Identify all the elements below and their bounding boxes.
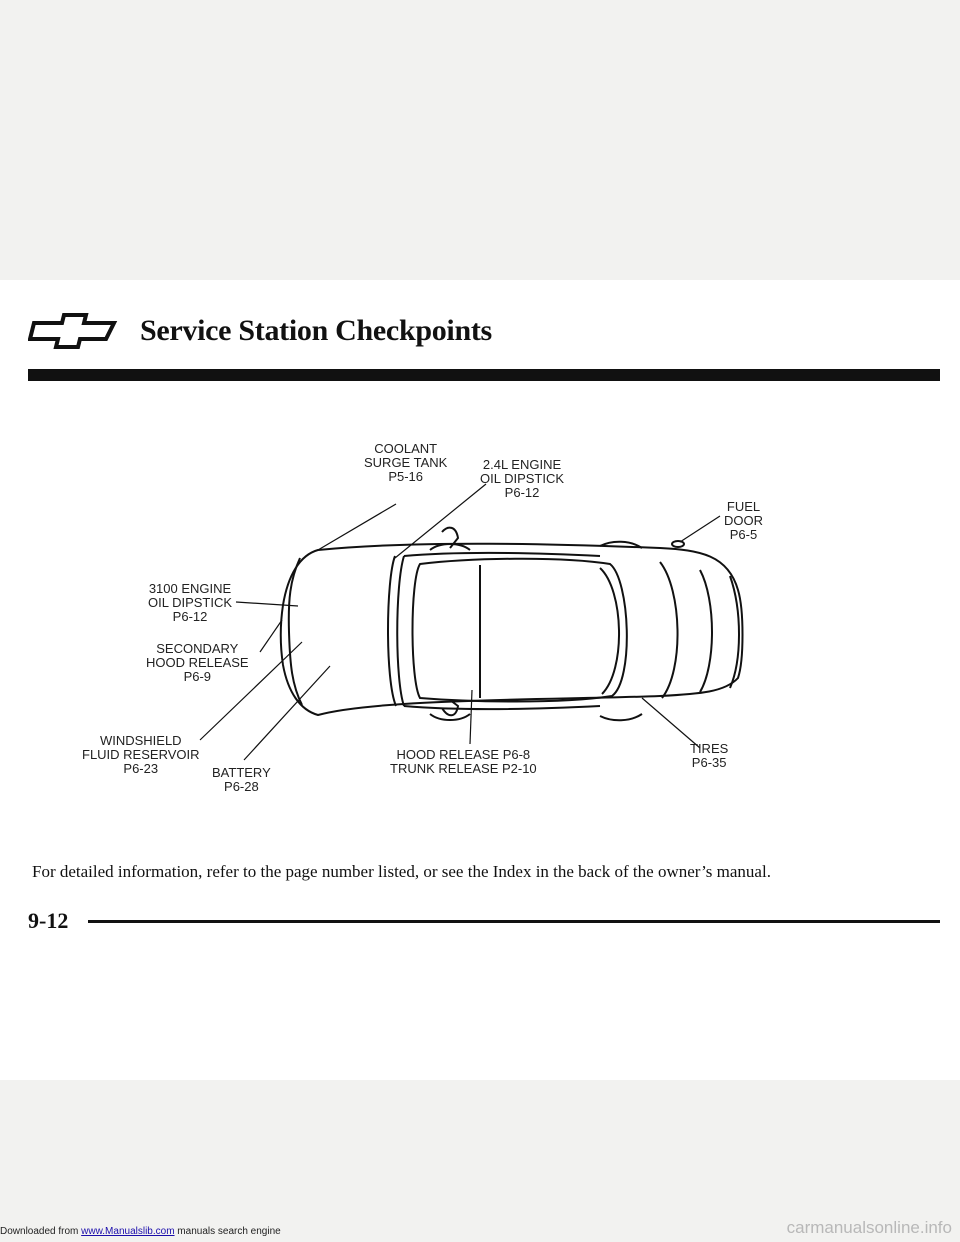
site-watermark: carmanualsonline.info (786, 1218, 952, 1237)
chevrolet-bowtie-logo (28, 313, 118, 349)
vehicle-diagram: COOLANT SURGE TANK P5-16 2.4L ENGINE OIL… (0, 380, 960, 820)
callout-windshield-fluid-reservoir: WINDSHIELD FLUID RESERVOIR P6-23 (82, 733, 200, 776)
car-top-view-drawing (199, 483, 744, 761)
page-number: 9-12 (28, 908, 69, 933)
download-notice: Downloaded from www.Manualslib.com manua… (0, 1226, 281, 1237)
reference-note: For detailed information, refer to the p… (32, 862, 771, 881)
callout-secondary-hood-release: SECONDARY HOOD RELEASE P6-9 (146, 641, 249, 684)
manualslib-link[interactable]: www.Manualslib.com (81, 1226, 175, 1237)
header-rule (28, 369, 940, 381)
callout-tires: TIRES P6-35 (690, 741, 729, 770)
footer-rule (88, 920, 940, 923)
callout-24l-engine-dipstick: 2.4L ENGINE OIL DIPSTICK P6-12 (480, 457, 565, 500)
page-title: Service Station Checkpoints (140, 314, 492, 347)
callout-3100-engine-dipstick: 3100 ENGINE OIL DIPSTICK P6-12 (148, 581, 233, 624)
callout-fuel-door: FUEL DOOR P6-5 (724, 499, 763, 542)
callout-battery: BATTERY P6-28 (212, 765, 271, 794)
page-header: Service Station Checkpoints (28, 308, 492, 354)
callout-coolant-surge-tank: COOLANT SURGE TANK P5-16 (364, 441, 448, 484)
callout-hood-trunk-release: HOOD RELEASE P6-8 TRUNK RELEASE P2-10 (390, 747, 537, 776)
